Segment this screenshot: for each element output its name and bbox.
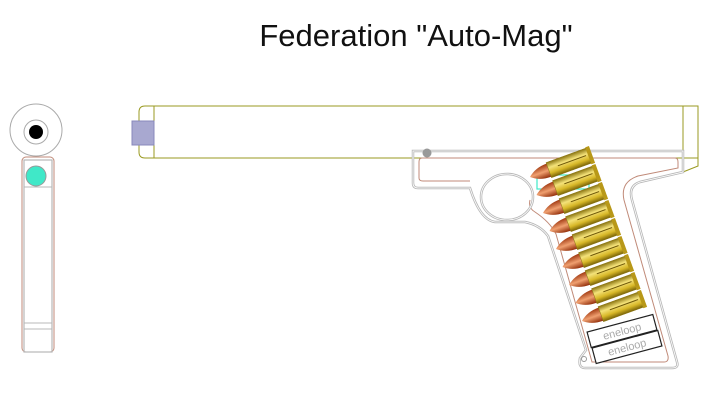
cartridge (543, 181, 609, 215)
bore-icon (29, 125, 43, 139)
batteries: eneloop eneloop (586, 313, 663, 365)
cartridge (549, 199, 615, 233)
pin-icon (422, 148, 432, 158)
cartridge (530, 145, 596, 179)
thread-protector (131, 120, 155, 146)
diagram-title: Federation "Auto-Mag" (259, 18, 573, 53)
cartridge (569, 253, 635, 287)
cartridge (562, 235, 628, 269)
teal-marker (25, 165, 47, 187)
cartridge (536, 163, 602, 197)
barrel (131, 105, 699, 173)
frame (411, 148, 685, 370)
cartridge (575, 271, 641, 305)
rear-view (9, 103, 63, 353)
magazine-cartridges (530, 145, 648, 323)
cartridge (556, 217, 622, 251)
cartridge (582, 289, 648, 323)
